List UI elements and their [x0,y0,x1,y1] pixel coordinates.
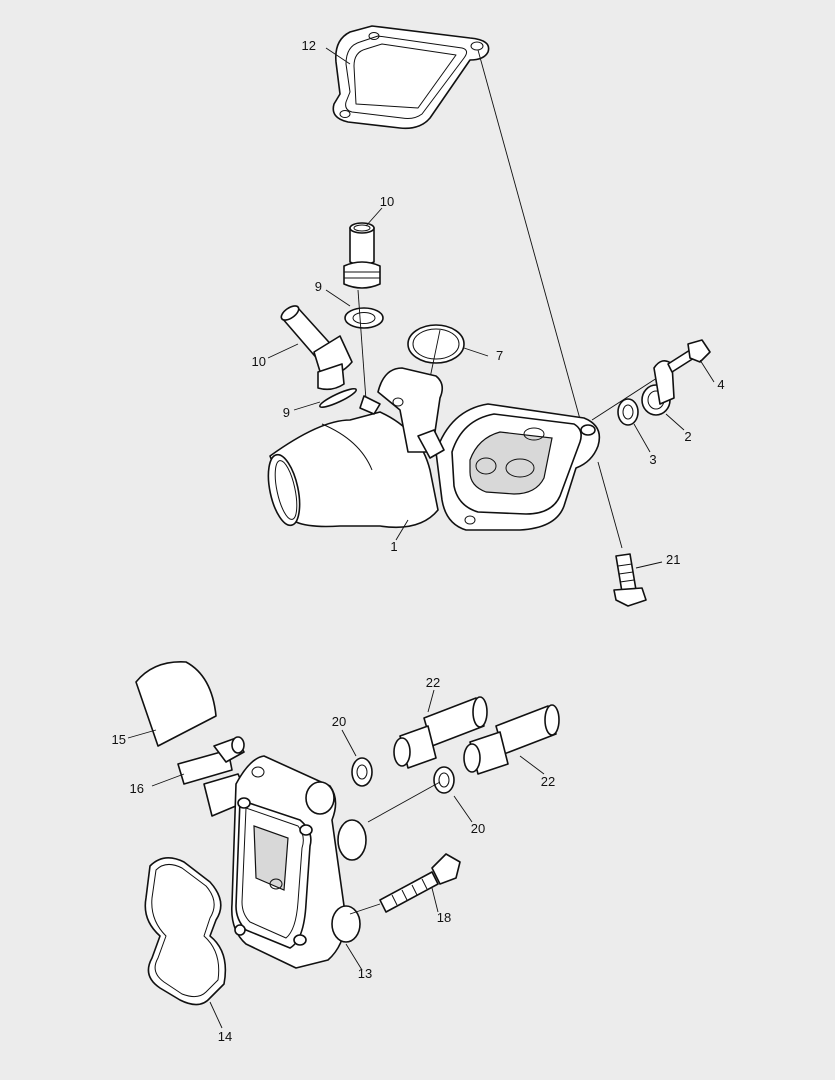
part-9-oring-side [318,388,358,408]
part-10-fitting-side [280,305,353,391]
alignment-line-12 [477,49,584,431]
callout-1: 1 [390,539,397,554]
callout-21: 21 [666,552,680,567]
callout-16: 16 [130,781,144,796]
callout-9-side: 9 [283,405,290,420]
callout-20-top: 20 [332,714,346,729]
part-21-bolt [613,553,647,607]
alignment-line-20 [367,781,441,823]
callout-2: 2 [684,429,691,444]
callout-labels: 12 10 9 7 4 10 9 2 3 1 21 22 20 15 16 22… [112,38,725,1044]
alignment-line-18 [349,903,381,915]
callout-12: 12 [302,38,316,53]
callout-9-top: 9 [315,279,322,294]
callout-10-top: 10 [380,194,394,209]
bracket-tab [653,360,675,405]
part-12-gasket [332,25,490,130]
callout-7: 7 [496,348,503,363]
part-4-bolt [667,339,711,373]
callout-22-side: 22 [541,774,555,789]
part-7-oring [407,324,465,364]
callout-13: 13 [358,966,372,981]
callout-4: 4 [717,377,724,392]
part-14-gasket [144,857,227,1006]
part-20-washer-upper [351,757,373,787]
part-3-washer [617,398,639,426]
alignment-line-9a [357,289,367,401]
callout-18: 18 [437,910,451,925]
leader-lines [127,47,715,1029]
part-16-sensor [177,736,245,785]
callout-20-side: 20 [471,821,485,836]
part-13-lower-housing [203,755,367,969]
callout-14: 14 [218,1029,232,1044]
callout-22-top: 22 [426,675,440,690]
part-10-fitting-top [343,222,381,289]
alignment-line-4 [591,375,661,421]
callout-15: 15 [112,732,126,747]
part-15-cap [135,661,217,747]
part-18-bolt [379,853,461,913]
alignment-line-7 [429,329,441,379]
part-22-fitting-upper [393,696,488,769]
part-20-washer-lower [433,766,455,794]
alignment-line-21 [597,461,623,549]
part-9-oring-top [344,307,384,329]
part-22-fitting-lower [463,704,560,775]
part-1-housing [267,367,601,531]
callout-3: 3 [649,452,656,467]
callout-10-side: 10 [252,354,266,369]
